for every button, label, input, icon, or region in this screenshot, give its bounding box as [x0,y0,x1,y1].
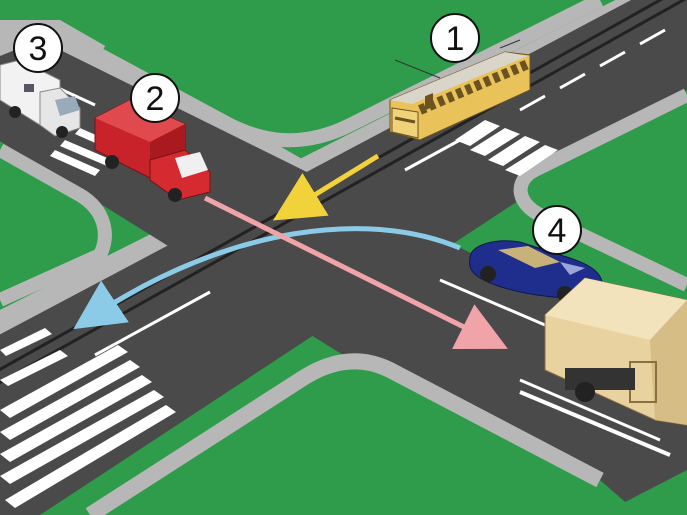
curb-top [96,0,604,148]
stop-lines-right [519,390,671,457]
grass-bottom [90,361,640,515]
badge-1: 1 [430,13,480,63]
pink-arrow [203,195,508,349]
crosswalk-top-right [455,120,558,176]
yellow-arrow [272,153,380,221]
blue-arrow [73,226,461,330]
badge-4-label: 4 [548,212,567,250]
badge-2-label: 2 [146,80,165,118]
curb-left [0,143,112,307]
badge-1-label: 1 [446,20,465,58]
vehicle-tram[interactable] [389,39,531,141]
curb-bottom [85,353,604,515]
vehicle-box-truck[interactable] [544,277,687,426]
crosswalk-bottom-left [0,328,176,508]
badge-3: 3 [13,23,63,73]
badge-4: 4 [532,205,582,255]
badge-2: 2 [130,73,180,123]
vehicle-ambulance[interactable] [0,59,81,138]
grass-right [520,95,687,285]
badge-3-label: 3 [29,30,48,68]
vehicle-blue-car[interactable] [469,240,603,302]
